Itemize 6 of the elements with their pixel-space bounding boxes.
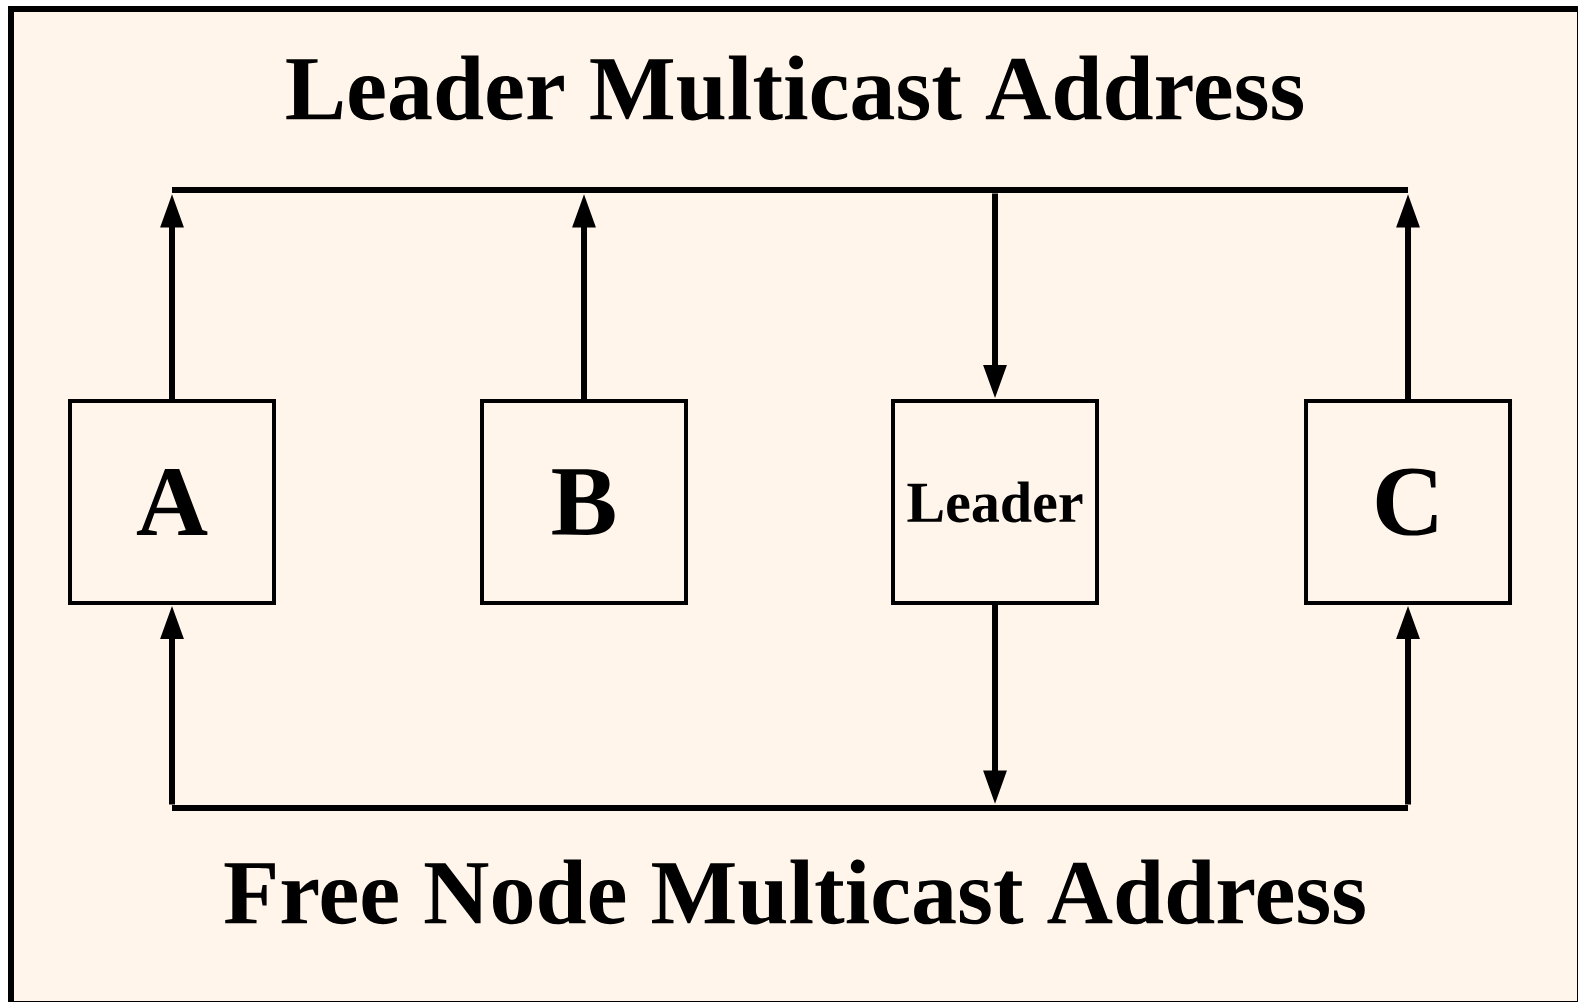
- node-box: A: [68, 399, 276, 605]
- bus-title: Free Node Multicast Address: [224, 859, 1365, 925]
- node-box: Leader: [891, 399, 1099, 605]
- node-box: B: [480, 399, 688, 605]
- bus-title: Leader Multicast Address: [286, 55, 1303, 121]
- node-box: C: [1304, 399, 1512, 605]
